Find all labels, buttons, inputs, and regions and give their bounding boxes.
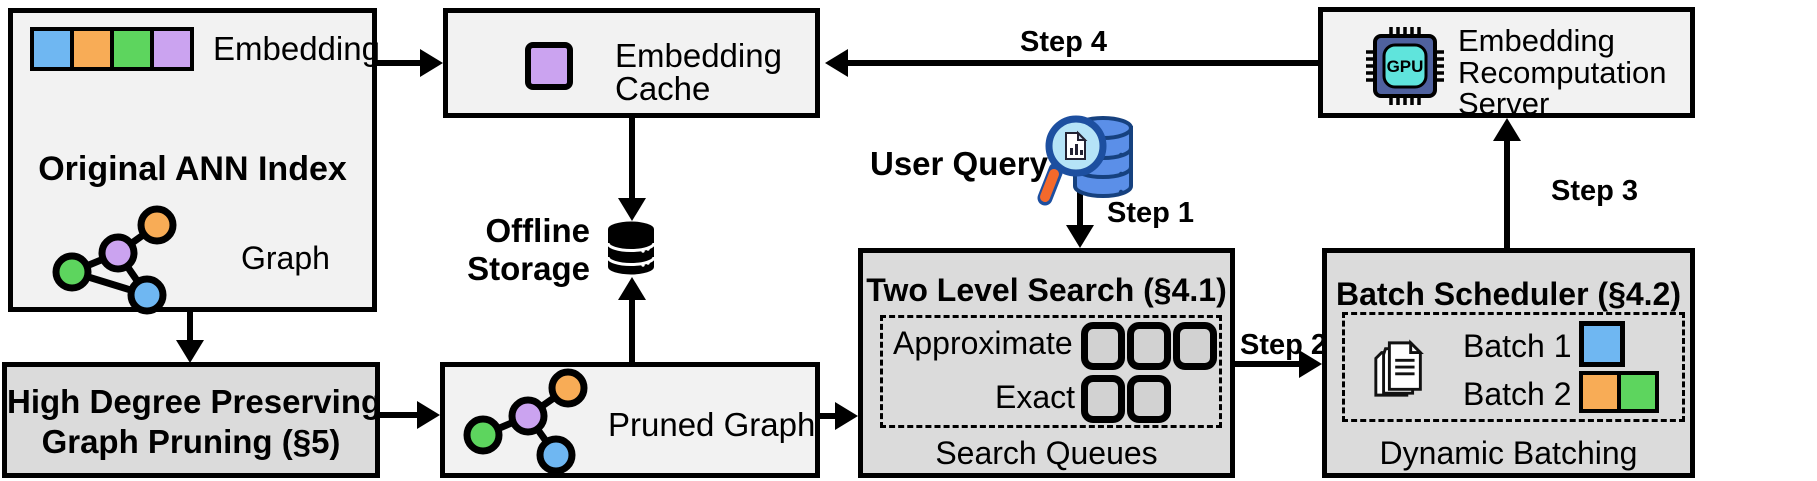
graph-node-green (463, 415, 503, 455)
step2-label: Step 2 (1240, 329, 1328, 361)
queue-slot (1081, 322, 1125, 370)
batch1-square-blue (1579, 321, 1625, 367)
graph-node-purple (98, 233, 138, 273)
batch1-label: Batch 1 (1463, 328, 1572, 364)
queue-slot (1081, 375, 1125, 423)
two-level-search-box: Two Level Search (§4.1) Approximate Exac… (858, 248, 1235, 478)
pruned-graph-label: Pruned Graph (608, 406, 816, 443)
graph-icon (52, 205, 177, 315)
offline-storage-label: Offline Storage (467, 212, 590, 287)
batch-scheduler-title: Batch Scheduler (§4.2) (1336, 276, 1681, 312)
embedding-cell-blue (34, 31, 70, 67)
embedding-cell-orange (74, 31, 110, 67)
gpu-chip-label: GPU (1387, 57, 1424, 76)
approximate-label: Approximate (893, 325, 1073, 361)
original-ann-index-box: Embedding Original ANN Index Graph (8, 8, 380, 315)
search-queues-label: Search Queues (935, 435, 1158, 471)
search-queues-panel: Approximate Exact (880, 315, 1222, 428)
embedding-cell-green (114, 31, 150, 67)
database-icon (606, 221, 656, 275)
cached-embedding-square-icon (525, 42, 573, 90)
graph-node-orange (548, 368, 588, 408)
batch2-label: Batch 2 (1463, 376, 1572, 412)
approximate-queue-slots (1081, 322, 1217, 370)
ann-index-title: Original ANN Index (38, 150, 347, 188)
server-title: Embedding Recomputation Server (1458, 23, 1667, 121)
documents-icon (1374, 339, 1424, 397)
batch2-square-orange (1583, 375, 1617, 409)
embedding-cell-purple (154, 31, 190, 67)
user-query-label: User Query (870, 145, 1048, 182)
dynamic-batching-label: Dynamic Batching (1379, 435, 1638, 471)
gpu-chip-icon: GPU (1366, 27, 1444, 105)
step3-label: Step 3 (1551, 175, 1639, 207)
recomputation-server-box: GPU Embedding Recomputation Server (1318, 7, 1695, 121)
queue-slot (1173, 322, 1217, 370)
embedding-cache-box: Embedding Cache (443, 8, 820, 118)
queue-slot (1127, 375, 1171, 423)
graph-node-purple (508, 396, 548, 436)
graph-node-green (52, 252, 92, 292)
step1-label: Step 1 (1107, 197, 1195, 229)
graph-node-orange (137, 205, 177, 245)
embedding-vector-icon (30, 27, 194, 71)
batch2-square-green (1621, 375, 1655, 409)
embedding-label: Embedding (213, 30, 380, 67)
batch-scheduler-box: Batch Scheduler (§4.2) Batch 1 Batch 2 D… (1322, 248, 1695, 478)
exact-queue-slots (1081, 375, 1171, 423)
queue-slot (1127, 322, 1171, 370)
two-level-search-title: Two Level Search (§4.1) (866, 272, 1227, 308)
exact-label: Exact (995, 379, 1076, 415)
graph-label: Graph (241, 240, 330, 276)
dynamic-batching-panel: Batch 1 Batch 2 (1342, 312, 1685, 422)
graph-node-blue (127, 275, 167, 315)
pruned-graph-box: Pruned Graph (440, 362, 820, 478)
graph-node-blue (536, 435, 576, 475)
pruning-title-line2: Graph Pruning (§5) (41, 423, 341, 460)
pruned-graph-icon (463, 368, 588, 475)
step4-label: Step 4 (1020, 26, 1108, 58)
embedding-cache-title: Embedding Cache (615, 37, 782, 107)
pruning-title-line1: High Degree Preserving (7, 383, 382, 420)
user-query-icon (1037, 115, 1133, 206)
graph-pruning-box: High Degree Preserving Graph Pruning (§5… (2, 362, 382, 478)
batch2-squares (1579, 371, 1659, 413)
